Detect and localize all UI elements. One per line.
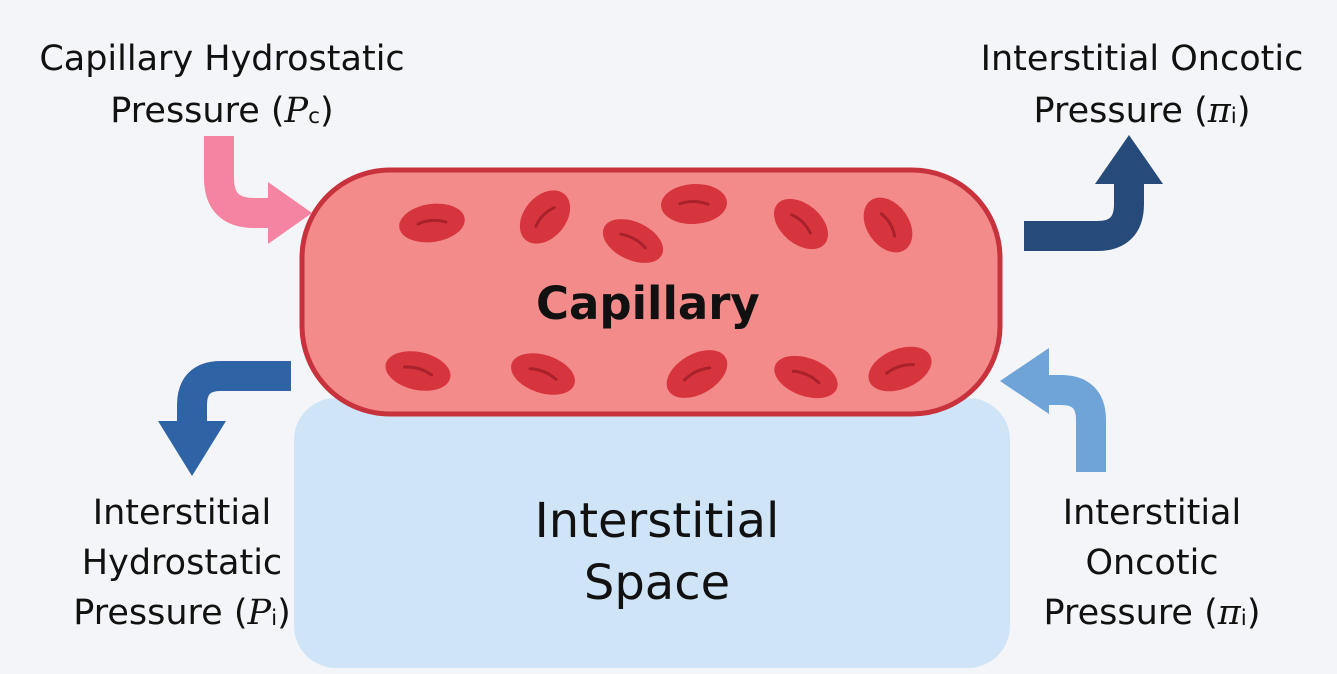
capillary-hydrostatic-line2: Pressure (Pc) xyxy=(6,85,438,143)
curved-arrow-up-icon xyxy=(1000,348,1106,472)
curved-arrow-down-icon xyxy=(158,361,291,476)
pressure-word: Pressure xyxy=(73,593,223,633)
close-paren: ) xyxy=(1246,593,1261,633)
pressure-word: Pressure xyxy=(1043,593,1193,633)
pressure-symbol: P xyxy=(247,593,272,633)
open-paren: ( xyxy=(270,91,285,131)
open-paren: ( xyxy=(1194,91,1208,131)
pressure-word: Pressure xyxy=(110,91,260,131)
interstitial-hydrostatic-pressure-label: Interstitial Hydrostatic Pressure (Pi) xyxy=(50,488,314,644)
pressure-subscript: i xyxy=(1230,104,1237,130)
red-blood-cells xyxy=(385,183,932,399)
red-blood-cell xyxy=(868,346,932,392)
pressure-symbol: π xyxy=(1217,593,1241,633)
interstitial-space-line1: Interstitial xyxy=(534,493,780,549)
capillary-hydrostatic-line1: Capillary Hydrostatic xyxy=(39,39,405,79)
curved-arrow-up-icon xyxy=(1024,135,1163,251)
interstitial-space-box xyxy=(294,398,1010,668)
red-blood-cell xyxy=(863,197,913,253)
pressure-symbol: P xyxy=(284,91,309,131)
interstitial-oncotic-bottom-line1: Interstitial xyxy=(1062,493,1242,533)
interstitial-oncotic-pressure-label-top: Interstitial Oncotic Pressure (πi) xyxy=(952,33,1332,143)
interstitial-oncotic-pressure-label-bottom: Interstitial Oncotic Pressure (πi) xyxy=(1020,488,1284,644)
red-blood-cell xyxy=(385,351,451,391)
red-blood-cell xyxy=(519,190,571,244)
interstitial-hydrostatic-line3: Pressure (Pi) xyxy=(50,588,314,644)
pressure-symbol: π xyxy=(1207,91,1231,131)
interstitial-space-line2: Space xyxy=(583,555,731,611)
interstitial-oncotic-top-line1: Interstitial Oncotic xyxy=(980,39,1304,79)
interstitial-oncotic-bottom-line2: Oncotic xyxy=(1085,543,1219,583)
pressure-subscript: i xyxy=(1240,606,1247,632)
interstitial-space-label: Interstitial Space xyxy=(512,490,802,614)
interstitial-hydrostatic-line1: Interstitial xyxy=(92,493,272,533)
red-blood-cell xyxy=(666,350,728,398)
close-paren: ) xyxy=(320,91,334,131)
interstitial-hydrostatic-line2: Hydrostatic xyxy=(81,543,283,583)
open-paren: ( xyxy=(233,593,248,633)
capillary-label: Capillary xyxy=(536,277,760,330)
interstitial-oncotic-top-line2: Pressure (πi) xyxy=(952,85,1332,143)
red-blood-cell xyxy=(661,183,727,225)
interstitial-oncotic-bottom-line3: Pressure (πi) xyxy=(1020,588,1284,644)
red-blood-cell xyxy=(602,219,664,263)
red-blood-cell xyxy=(511,353,575,395)
red-blood-cell xyxy=(773,198,829,250)
pressure-subscript: c xyxy=(308,104,321,130)
close-paren: ) xyxy=(277,593,291,633)
open-paren: ( xyxy=(1204,593,1218,633)
curved-arrow-right-icon xyxy=(204,136,312,244)
close-paren: ) xyxy=(1236,91,1251,131)
capillary-hydrostatic-pressure-label: Capillary Hydrostatic Pressure (Pc) xyxy=(6,33,438,143)
pressure-word: Pressure xyxy=(1033,91,1183,131)
red-blood-cell xyxy=(399,203,465,243)
red-blood-cell xyxy=(774,355,838,399)
pressure-subscript: i xyxy=(271,606,278,632)
